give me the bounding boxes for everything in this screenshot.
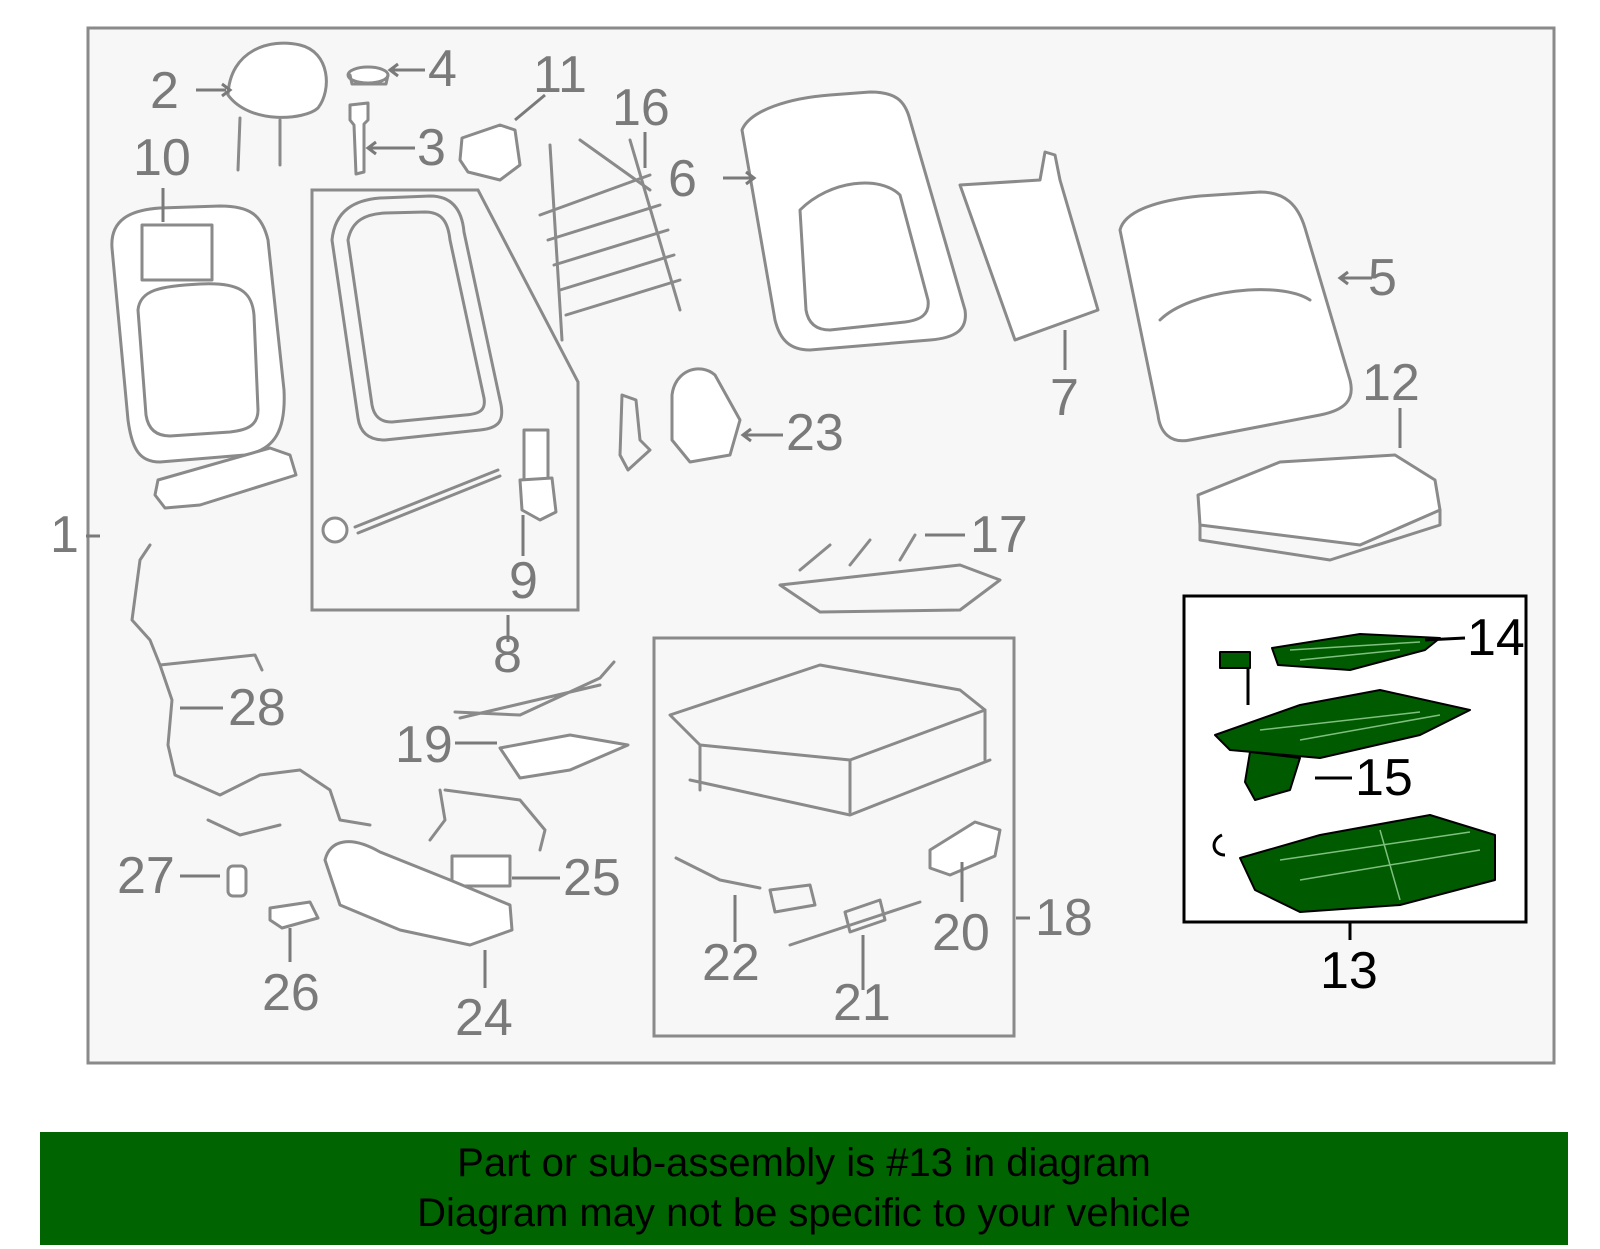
knob-part: [226, 864, 248, 898]
callout-22: 22: [702, 934, 760, 992]
module-part: [458, 123, 522, 182]
callout-4: 4: [428, 40, 457, 98]
callout-10: 10: [133, 129, 191, 187]
heater-connector-part: [1219, 651, 1251, 669]
callout-12: 12: [1362, 354, 1420, 412]
callout-1: 1: [50, 506, 79, 564]
recliner-motor-part: [518, 428, 558, 522]
seatback-cover-part: [1118, 190, 1353, 443]
small-bracket-part: [618, 393, 652, 472]
callout-5: 5: [1368, 249, 1397, 307]
callout-24: 24: [455, 989, 513, 1047]
seat-wiring-part: [428, 788, 547, 852]
group-box-18: [652, 636, 1016, 1038]
callout-9: 9: [509, 552, 538, 610]
callout-labels: 1 2 3 4 5 6 7 8 9 10 11 12 13 14 15 16 1…: [50, 40, 1525, 1047]
cushion-pan-part: [1214, 689, 1471, 759]
callout-19: 19: [395, 716, 453, 774]
callout-26: 26: [262, 964, 320, 1022]
callout-21: 21: [833, 974, 891, 1032]
seatback-rear-cover-part: [110, 204, 286, 464]
motor-part-20: [928, 820, 1002, 877]
headrest-part: [226, 41, 328, 172]
callout-23: 23: [786, 404, 844, 462]
trim-piece-part: [153, 446, 298, 510]
notice-banner: Part or sub-assembly is #13 in diagram D…: [40, 1132, 1568, 1245]
notice-line-1: Part or sub-assembly is #13 in diagram: [457, 1141, 1151, 1185]
seatback-panel-part: [958, 150, 1100, 342]
side-shield-part: [498, 733, 630, 780]
wiring-harness-part: [130, 543, 372, 837]
callout-3: 3: [417, 119, 446, 177]
bushing-part: [346, 65, 390, 86]
callout-7: 7: [1050, 369, 1079, 427]
seat-spring-part: [778, 533, 1002, 614]
cushion-assembly-13: [1212, 633, 1496, 913]
callout-8: 8: [493, 626, 522, 684]
callout-27: 27: [117, 847, 175, 905]
callout-6: 6: [668, 150, 697, 208]
lumbar-spring-mat-part: [538, 138, 682, 342]
switch-bezel-part: [268, 900, 320, 930]
headrest-guide-part: [348, 101, 370, 176]
callout-18: 18: [1035, 889, 1093, 947]
switch-part: [450, 854, 512, 888]
group-box-8: [310, 188, 580, 612]
callout-2: 2: [150, 62, 179, 120]
seatback-cushion-part: [740, 90, 967, 352]
callout-25: 25: [563, 849, 621, 907]
motor-part-21: [788, 898, 922, 947]
seat-cushion-part: [1239, 814, 1496, 913]
callout-16: 16: [612, 79, 670, 137]
callout-13: 13: [1320, 942, 1378, 1000]
seat-adjuster-part: [668, 663, 992, 817]
callout-20: 20: [932, 904, 990, 962]
callout-28: 28: [228, 679, 286, 737]
motor-part-22: [674, 856, 817, 914]
callout-17: 17: [970, 506, 1028, 564]
callout-11: 11: [533, 46, 587, 104]
seat-cushion-cover-part: [1196, 453, 1442, 562]
cushion-pan-bracket-part: [1244, 751, 1301, 801]
cable-part: [453, 660, 616, 720]
recliner-cover-part: [670, 367, 742, 464]
notice-line-2: Diagram may not be specific to your vehi…: [417, 1191, 1191, 1235]
callout-15: 15: [1355, 749, 1413, 807]
leader-lines: [86, 62, 1466, 990]
callout-14: 14: [1467, 609, 1525, 667]
seatback-frame-part: [321, 194, 504, 544]
outer-shield-part: [323, 840, 514, 947]
